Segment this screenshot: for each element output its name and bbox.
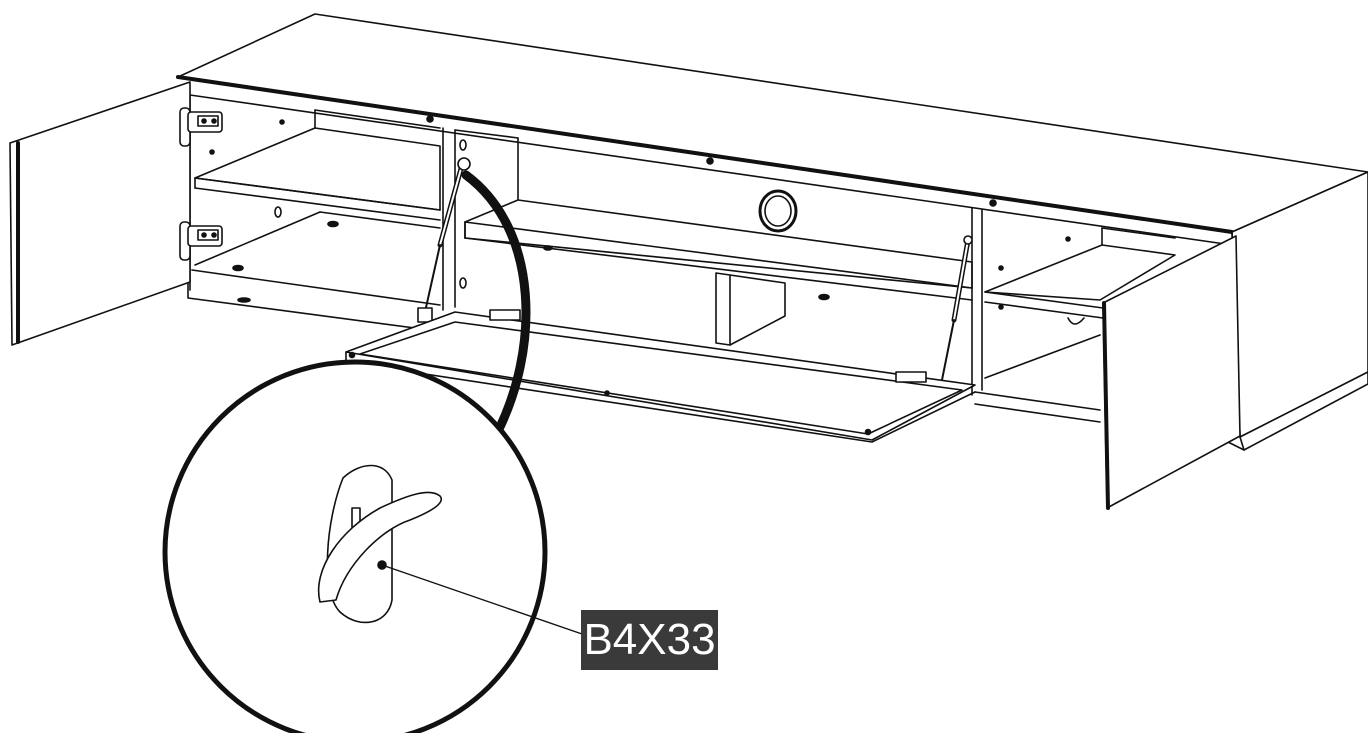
left-door <box>9 81 191 346</box>
gas-strut-left <box>417 157 471 323</box>
cable-hole <box>758 189 798 233</box>
callout-pointer <box>461 170 531 440</box>
flap-hinge-left <box>489 309 521 321</box>
detail-hand <box>317 491 443 603</box>
flap-door <box>345 309 976 443</box>
left-compartment <box>194 109 441 303</box>
right-shelf <box>984 244 1176 301</box>
cabinet-plinth <box>1239 371 1368 451</box>
centre-support <box>715 272 731 346</box>
left-shelf <box>194 127 441 211</box>
hinge-upper <box>179 107 223 147</box>
flap-hinge-right <box>895 371 927 383</box>
hinge-lower <box>179 221 223 261</box>
divider-right <box>971 207 983 396</box>
divider-left <box>426 115 519 311</box>
right-door <box>1102 235 1241 510</box>
centre-compartment <box>464 157 997 346</box>
cabinet-body <box>176 13 1368 451</box>
part-label: B4X33 <box>581 610 718 670</box>
detail-bracket <box>326 464 393 624</box>
right-compartment <box>984 227 1176 379</box>
leader-line <box>381 564 583 635</box>
leader-dot <box>377 560 387 570</box>
